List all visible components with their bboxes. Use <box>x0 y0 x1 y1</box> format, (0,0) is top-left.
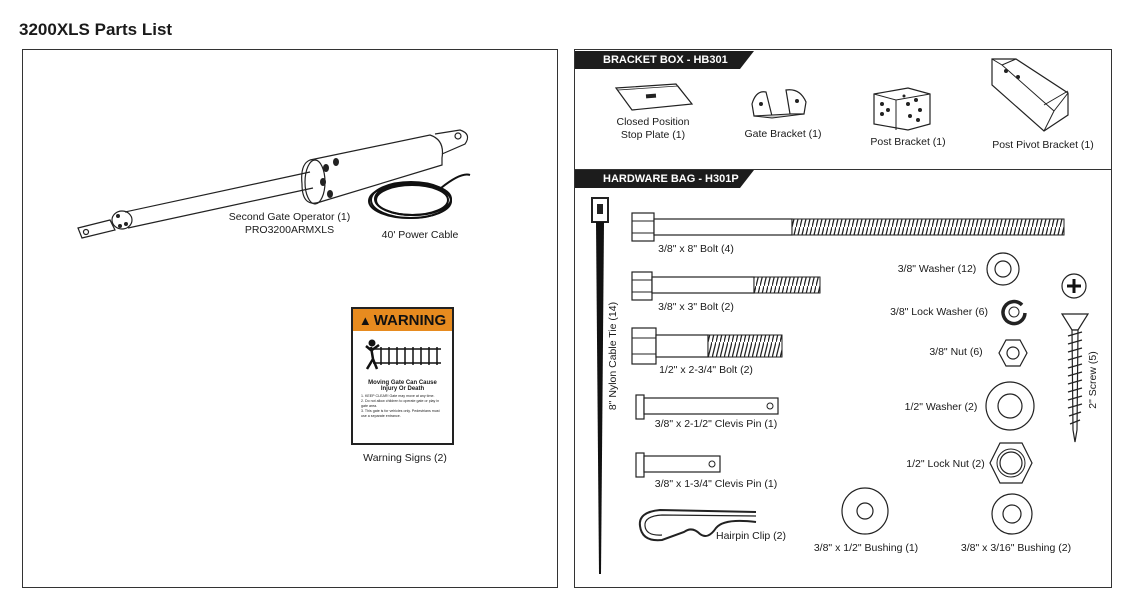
operator-label-line1: Second Gate Operator (1) <box>228 211 351 223</box>
post-pivot-bracket-label: Post Pivot Bracket (1) <box>992 139 1094 151</box>
clevis-pin-212-label: 3/8" x 2-1/2" Clevis Pin (1) <box>654 418 778 430</box>
clevis-pin-134-label: 3/8" x 1-3/4" Clevis Pin (1) <box>654 478 778 490</box>
operator-panel <box>22 49 558 588</box>
power-cable-illustration <box>368 173 471 219</box>
post-pivot-bracket-illustration <box>991 58 1069 132</box>
washer-12-label: 1/2" Washer (2) <box>904 401 978 413</box>
gate-bracket-illustration <box>751 89 807 119</box>
screw-label: 2" Screw (5) <box>1087 351 1099 409</box>
warning-signs-label: Warning Signs (2) <box>363 452 447 464</box>
hairpin-clip-label: Hairpin Clip (2) <box>715 530 787 542</box>
warning-rules: 1. KEEP CLEAR! Gate may move at any time… <box>353 392 452 421</box>
warning-rule: 2. Do not allow children to operate gate… <box>361 399 440 408</box>
cable-tie-illustration <box>591 197 609 574</box>
stop-plate-illustration <box>614 83 694 111</box>
bushing-316-label: 3/8" x 3/16" Bushing (2) <box>960 542 1072 554</box>
bracket-box-header: BRACKET BOX - HB301 <box>575 51 754 69</box>
warning-rule: 1. KEEP CLEAR! Gate may move at any time… <box>361 394 435 398</box>
clevis-pin-134-illustration <box>635 452 721 478</box>
washer-12-illustration <box>985 381 1035 431</box>
panel-divider <box>574 169 1112 170</box>
washer-38-illustration <box>986 252 1020 286</box>
washer-38-label: 3/8" Washer (12) <box>897 263 977 275</box>
lock-nut-12-illustration <box>989 442 1033 484</box>
phillips-head-icon <box>1061 273 1087 299</box>
clevis-pin-212-illustration <box>635 394 779 420</box>
cable-tie-label: 8" Nylon Cable Tie (14) <box>607 301 619 411</box>
bolt-3-label: 3/8" x 3" Bolt (2) <box>658 301 734 313</box>
stop-plate-label-2: Stop Plate (1) <box>620 129 686 141</box>
post-bracket-label: Post Bracket (1) <box>870 136 946 148</box>
stop-plate-label-1: Closed Position <box>616 116 690 128</box>
bolt-234-illustration <box>631 327 783 365</box>
hardware-bag-header: HARDWARE BAG - H301P <box>575 170 754 188</box>
nut-38-illustration <box>998 339 1028 367</box>
operator-label-line2: PRO3200ARMXLS <box>244 224 335 236</box>
bushing-316-illustration <box>991 493 1033 535</box>
lock-nut-12-label: 1/2" Lock Nut (2) <box>906 458 985 470</box>
parts-panel <box>574 49 1112 588</box>
bolt-8-label: 3/8" x 8" Bolt (4) <box>658 243 734 255</box>
post-bracket-illustration <box>873 87 931 131</box>
gate-hazard-icon <box>363 337 443 371</box>
warning-sign: ▲ WARNING Moving Gate Can Cause Injury O… <box>351 307 454 445</box>
page-title: 3200XLS Parts List <box>19 20 173 39</box>
bolt-3-illustration <box>631 271 821 301</box>
warning-rule: 3. This gate is for vehicles only. Pedes… <box>361 409 440 418</box>
warning-triangle-icon: ▲ <box>358 312 372 328</box>
power-cable-label: 40' Power Cable <box>381 229 459 241</box>
warning-message-line2: Injury Or Death <box>380 386 425 392</box>
warning-sign-header: ▲ WARNING <box>353 309 452 331</box>
bolt-8-illustration <box>631 212 1065 242</box>
lock-washer-38-illustration <box>1001 299 1027 326</box>
screw-illustration <box>1060 313 1090 443</box>
bushing-12-illustration <box>841 487 889 535</box>
bolt-234-label: 1/2" x 2-3/4" Bolt (2) <box>659 364 753 376</box>
nut-38-label: 3/8" Nut (6) <box>929 346 983 358</box>
hairpin-clip-illustration <box>638 508 757 542</box>
lock-washer-38-label: 3/8" Lock Washer (6) <box>890 306 988 318</box>
warning-message-line1: Moving Gate Can Cause <box>368 380 437 386</box>
gate-operator-illustration <box>77 129 469 239</box>
gate-bracket-label: Gate Bracket (1) <box>744 128 822 140</box>
bushing-12-label: 3/8" x 1/2" Bushing (1) <box>813 542 919 554</box>
